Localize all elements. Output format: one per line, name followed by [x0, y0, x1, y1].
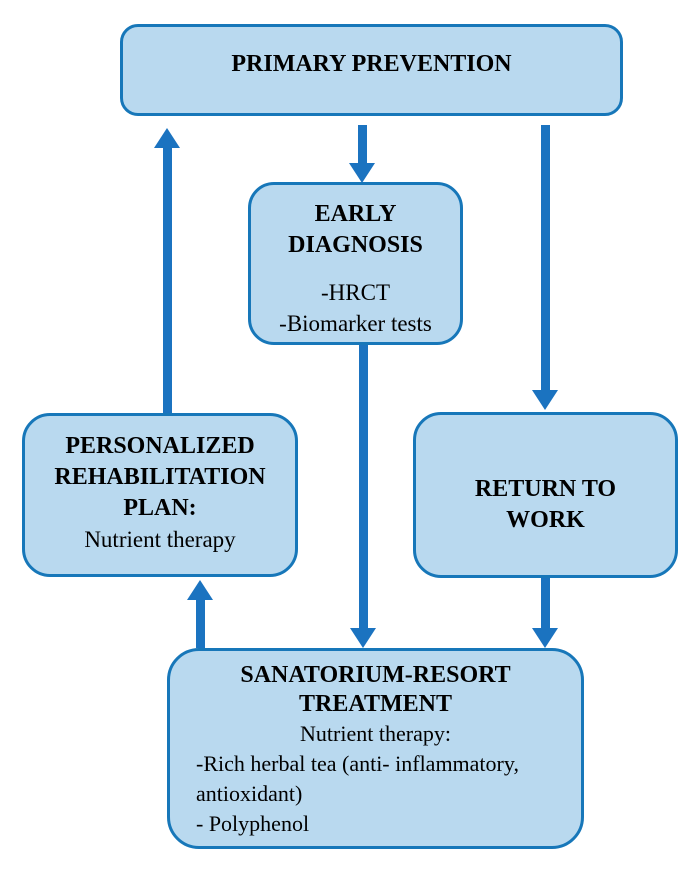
early-diagnosis-item-biomarker: -Biomarker tests [279, 311, 432, 336]
early-diagnosis-heading-1: EARLY [314, 201, 397, 227]
personalized-heading-1: PERSONALIZED [65, 433, 255, 459]
sanatorium-item-polyphenol: - Polyphenol [196, 811, 310, 836]
node-early-diagnosis: EARLY DIAGNOSIS -HRCT -Biomarker tests [248, 182, 463, 345]
arrow-primary-to-early-head-icon [349, 163, 375, 183]
arrow-return-to-sanatorium-shaft [541, 578, 550, 629]
sanatorium-item-herbal-tea: -Rich herbal tea (anti- inflammatory, [196, 751, 519, 776]
node-personalized-rehabilitation-plan: PERSONALIZED REHABILITATION PLAN: Nutrie… [22, 413, 298, 577]
personalized-heading-2: REHABILITATION [54, 464, 266, 490]
arrow-early-to-sanatorium-shaft [359, 345, 368, 629]
return-to-work-heading-1: RETURN TO [474, 476, 617, 502]
sanatorium-item-list: -Rich herbal tea (anti- inflammatory, an… [170, 749, 581, 839]
personalized-heading-3: PLAN: [123, 495, 197, 521]
arrow-personalized-to-primary-shaft [163, 147, 172, 413]
return-to-work-heading-2: WORK [506, 507, 585, 533]
primary-prevention-label: PRIMARY PREVENTION [231, 50, 512, 77]
sanatorium-heading-1: SANATORIUM-RESORT [240, 662, 511, 688]
arrow-sanatorium-to-personalized-shaft [196, 599, 205, 648]
arrow-return-to-sanatorium-head-icon [532, 628, 558, 648]
sanatorium-item-antioxidant: antioxidant) [196, 781, 303, 806]
arrow-primary-to-return-shaft [541, 125, 550, 391]
arrow-primary-to-return-head-icon [532, 390, 558, 410]
arrow-early-to-sanatorium-head-icon [350, 628, 376, 648]
early-diagnosis-heading-2: DIAGNOSIS [288, 232, 423, 258]
node-primary-prevention: PRIMARY PREVENTION [120, 24, 623, 116]
sanatorium-heading-2: TREATMENT [299, 691, 452, 717]
arrow-primary-to-early-shaft [358, 125, 367, 164]
arrow-sanatorium-to-personalized-head-icon [187, 580, 213, 600]
personalized-body-nutrient-therapy: Nutrient therapy [84, 527, 236, 552]
node-sanatorium-resort-treatment: SANATORIUM-RESORT TREATMENT Nutrient the… [167, 648, 584, 849]
sanatorium-subheading-nutrient-therapy: Nutrient therapy: [300, 721, 451, 746]
early-diagnosis-item-hrct: -HRCT [321, 280, 390, 305]
node-return-to-work: RETURN TO WORK [413, 412, 678, 578]
arrow-personalized-to-primary-head-icon [154, 128, 180, 148]
